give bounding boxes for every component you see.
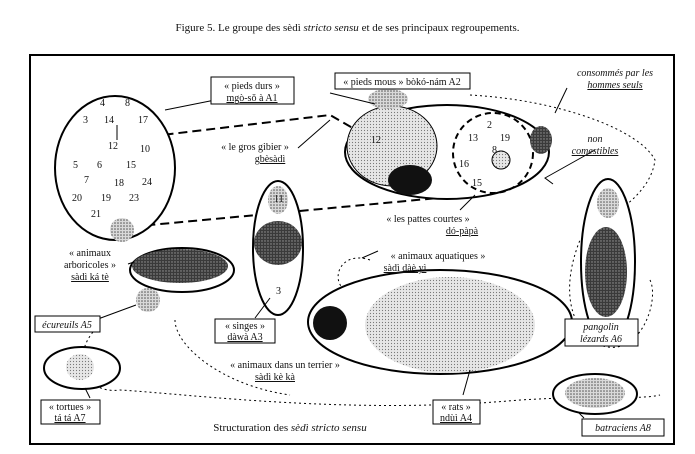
num-3b: 3: [276, 286, 281, 297]
pangolin-top-blob: [597, 188, 619, 218]
num-16: 16: [459, 159, 469, 170]
terrier-label-1: « animaux dans un terrier »: [230, 360, 340, 371]
outer-frame: [29, 54, 675, 445]
num-4: 4: [100, 98, 105, 109]
num-17: 17: [138, 115, 148, 126]
non-comestibles-label-1: non: [588, 134, 603, 145]
figure-caption: Structuration des sèdì stricto sensu: [213, 422, 367, 434]
num-5: 5: [73, 160, 78, 171]
rats-box: [432, 399, 481, 425]
pieds-durs-label-2: mgò-sǒ à A1: [226, 93, 277, 104]
num-21: 21: [91, 209, 101, 220]
pangolin-label-1: pangolin: [582, 322, 619, 333]
tortues-box: [40, 399, 101, 425]
singes-label-2: dàwà A3: [227, 332, 262, 343]
title-prefix: Figure 5. Le groupe des sèdì: [175, 22, 304, 34]
pangolin-dark-blob: [585, 227, 627, 317]
num-8: 8: [125, 98, 130, 109]
num-2: 2: [487, 120, 492, 131]
caption-italic: stricto sensu: [309, 422, 368, 434]
num-15b: 15: [472, 178, 482, 189]
tortues-dotted-blob: [66, 354, 94, 380]
small-dotted-circle: [491, 150, 511, 170]
ecureuils-dotted-circle: [136, 288, 160, 312]
num-10: 10: [140, 144, 150, 155]
batraciens-label: batraciens A8: [595, 423, 651, 434]
batraciens-box: [581, 418, 665, 437]
num-12: 12: [108, 141, 118, 152]
figure-title: Figure 5. Le groupe des sèdì stricto sen…: [0, 22, 695, 34]
num-3: 3: [83, 115, 88, 126]
num-20: 20: [72, 193, 82, 204]
pieds-mous-box: [334, 72, 471, 90]
arboricoles-label-1: « animaux: [69, 248, 111, 259]
non-comestibles-label-2: comestibles: [572, 146, 619, 157]
arboricoles-label-2: arboricoles »: [64, 260, 116, 271]
pangolin-label-2: lézards A6: [580, 334, 622, 345]
num-24: 24: [142, 177, 152, 188]
pieds-mous-label: « pieds mous » bòkó-nám A2: [343, 77, 461, 88]
singes-label-1: « singes »: [225, 321, 265, 332]
consommes-label-1: consommés par les: [577, 68, 653, 79]
pieds-mous-top-blob: [368, 89, 408, 109]
rats-label-2: ndùì A4: [440, 413, 472, 424]
arboricoles-dotted-curve: [174, 319, 291, 396]
pattes-courtes-dashed-circle: [452, 112, 534, 194]
singes-dark-blob: [254, 221, 302, 265]
caption-prefix: Structuration des: [213, 422, 291, 434]
pieds-durs-label-1: « pieds durs »: [224, 81, 280, 92]
consommes-label-2: hommes seuls: [587, 80, 642, 91]
batraciens-dotted-blob: [565, 378, 625, 408]
connector-lines: [84, 87, 596, 419]
title-suffix: et de ses principaux regroupements.: [358, 22, 520, 34]
num-18: 18: [114, 178, 124, 189]
num-7: 7: [84, 175, 89, 186]
arboricoles-dark-blob: [132, 249, 228, 283]
caption-sedi: sèdì: [291, 422, 309, 434]
singes-box: [214, 318, 276, 344]
tortues-label-2: tá tá A7: [54, 413, 85, 424]
gros-gibier-label-1: « le gros gibier »: [221, 142, 289, 153]
aquatiques-dotted-area: [365, 277, 535, 373]
arboricoles-label-3: sàdì ká tè: [71, 272, 109, 283]
num-14: 14: [104, 115, 114, 126]
top-right-numbers: 2 13 19 16 8 15: [459, 120, 510, 189]
num-19: 19: [101, 193, 111, 204]
aquatiques-black-circle: [313, 306, 347, 340]
terrier-label-2: sàdì kè kà: [255, 372, 296, 383]
singes-top-blob: [268, 186, 288, 214]
pattes-courtes-label-1: « les pattes courtes »: [386, 214, 469, 225]
left-ellipse-numbers: 4 8 3 14 17 12 10 5 6 15 7 18 24 20 19 2…: [72, 98, 152, 220]
pieds-durs-dotted-blob: [110, 218, 134, 242]
num-6: 6: [97, 160, 102, 171]
pattes-courtes-label-2: dó-pàpà: [446, 226, 479, 237]
ecureuils-box: [34, 315, 101, 333]
pieds-mous-black-spot: [388, 165, 432, 195]
aquatiques-label-2: sàdì dàè yì: [384, 263, 427, 274]
pieds-durs-box: [210, 76, 295, 105]
num-11: 11: [274, 194, 284, 205]
pieds-durs-ellipse: [54, 95, 176, 241]
tortues-label-1: « tortues »: [49, 402, 91, 413]
gros-gibier-label-2: gbèsàdì: [255, 154, 286, 165]
title-italic: stricto sensu: [303, 22, 359, 34]
num-23: 23: [129, 193, 139, 204]
ecureuils-label: écureuils A5: [42, 320, 92, 331]
small-numbers: 12 11 3: [274, 135, 381, 297]
aquatiques-label-1: « animaux aquatiques »: [391, 251, 486, 262]
num-19b: 19: [500, 133, 510, 144]
num-13: 13: [468, 133, 478, 144]
num-15: 15: [126, 160, 136, 171]
rats-label-1: « rats »: [441, 402, 470, 413]
pangolin-box: [564, 318, 639, 347]
num-8b: 8: [492, 145, 497, 156]
pieds-mous-right-dark: [530, 126, 552, 154]
num-12b: 12: [371, 135, 381, 146]
